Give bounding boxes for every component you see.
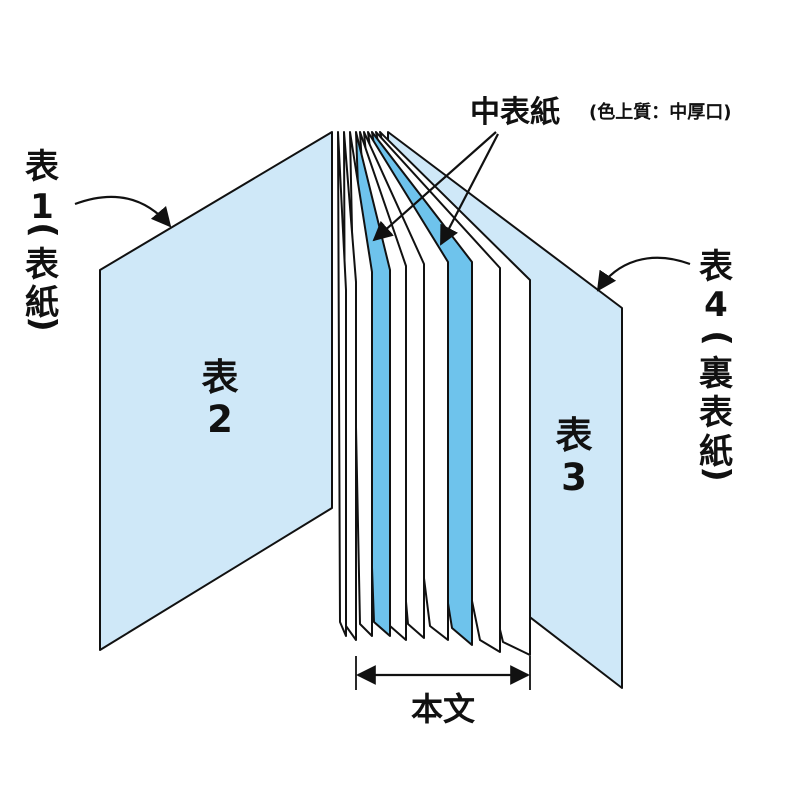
svg-text:表: 表 [25,245,59,285]
arrow-nakabyoshi-right [440,133,499,246]
label-hyo2-num: 2 [207,398,233,441]
svg-text:表: 表 [25,147,59,187]
front-cover-panel [99,131,333,651]
arrow-hyo4 [596,256,691,292]
svg-text:表: 表 [699,393,733,433]
body-page [337,131,347,637]
label-hyo2-main: 表 [202,356,239,399]
label-nakabyoshi-note: (色上質：中厚口) [589,101,731,123]
label-nakabyoshi: 中表紙 [470,95,560,130]
svg-text:紙: 紙 [699,432,733,472]
svg-text:): ) [697,466,737,482]
label-hyo3-num: 3 [561,456,587,499]
arrow-nakabyoshi-left [372,131,497,242]
label-hyo4: 表 4 ( 裏 表 紙 ) [697,247,737,482]
svg-text:): ) [23,316,63,332]
label-hyo1: 表 1 ( 表 紙 ) [23,147,63,332]
svg-text:(: ( [697,330,737,346]
label-hyo3-main: 表 [556,414,593,457]
svg-text:1: 1 [30,187,54,227]
svg-text:表: 表 [699,247,733,287]
arrow-hyo1 [74,195,172,228]
svg-text:裏: 裏 [699,354,734,394]
svg-text:紙: 紙 [25,283,59,323]
body-pages [337,131,531,656]
svg-text:4: 4 [704,285,728,325]
svg-text:(: ( [23,222,63,238]
label-honbun: 本文 [411,690,475,728]
